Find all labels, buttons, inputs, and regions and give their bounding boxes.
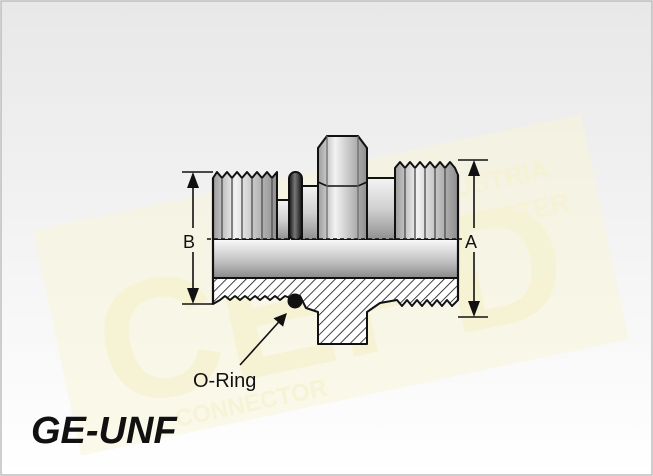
fitting (211, 135, 460, 345)
cross-section (212, 277, 459, 345)
shoulder (301, 185, 319, 241)
right-thread-top (394, 161, 459, 241)
o-ring-section (287, 293, 303, 309)
o-ring-leader (239, 313, 287, 366)
o-ring-exterior (288, 171, 303, 241)
bore (213, 240, 458, 278)
left-thread-top (212, 171, 278, 241)
body (366, 177, 396, 241)
hex-body (317, 135, 368, 241)
diagram-title: GE-UNF (31, 410, 178, 452)
neck (276, 199, 290, 241)
dimension-a-label: A (465, 232, 477, 252)
o-ring-label: O-Ring (193, 370, 256, 392)
dimension-a (458, 159, 488, 318)
dimension-b-label: B (183, 232, 195, 252)
dimension-b (182, 171, 213, 305)
